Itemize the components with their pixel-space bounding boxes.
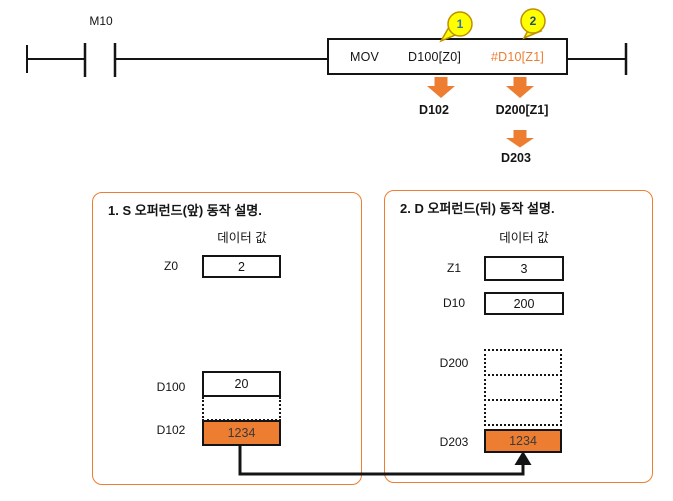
d10-value-cell: 200 <box>484 292 564 315</box>
z0-value-cell: 2 <box>202 255 281 278</box>
d102-label: D102 <box>156 423 186 437</box>
d200-cell-3 <box>484 399 562 426</box>
indexed-dest-label: D200[Z1] <box>495 103 549 117</box>
d100-label: D100 <box>156 380 186 394</box>
d203-value-cell: 1234 <box>484 429 562 453</box>
z1-value-cell: 3 <box>484 256 564 281</box>
callout-1-number: 1 <box>456 17 464 31</box>
d10-value: 200 <box>513 296 535 311</box>
panel1-data-header: 데이터 값 <box>217 231 267 245</box>
down-arrow-icon <box>427 77 455 98</box>
z1-value: 3 <box>520 261 528 276</box>
d200-cell-2 <box>484 374 562 401</box>
mov-instruction-box: MOV D100[Z0] #D10[Z1] <box>327 38 568 75</box>
d203-value: 1234 <box>509 434 537 448</box>
skipped-cells-placeholder <box>202 397 281 421</box>
d203-label: D203 <box>439 435 469 449</box>
z1-label: Z1 <box>446 261 461 275</box>
dest-operand-text: #D10[Z1] <box>491 49 545 64</box>
d102-value-cell: 1234 <box>202 420 281 446</box>
panel-d-operand: 2. D 오퍼런드(뒤) 동작 설명. 데이터 값 Z1 3 D10 200 D… <box>384 190 653 483</box>
down-arrow-icon <box>506 130 534 148</box>
down-arrow-icon <box>506 77 534 98</box>
z0-value: 2 <box>238 259 245 274</box>
d200-dotted-stack <box>484 349 562 426</box>
resolved-dest-label: D203 <box>501 151 531 165</box>
panel2-title: 2. D 오퍼런드(뒤) 동작 설명. <box>400 201 555 216</box>
d200-cell-1 <box>484 349 562 376</box>
callout-2-number: 2 <box>529 14 537 28</box>
panel2-data-header: 데이터 값 <box>499 231 549 245</box>
d100-value: 20 <box>234 377 249 391</box>
d100-value-cell: 20 <box>202 371 281 397</box>
d10-label: D10 <box>442 296 465 310</box>
source-operand-text: D100[Z0] <box>408 49 462 64</box>
d200-label: D200 <box>439 356 469 370</box>
opcode-text: MOV <box>350 49 380 64</box>
z0-label: Z0 <box>163 259 178 273</box>
panel1-title: 1. S 오퍼런드(앞) 동작 설명. <box>108 203 262 218</box>
d102-value: 1234 <box>227 426 256 440</box>
resolved-source-label: D102 <box>419 103 449 117</box>
contact-label: M10 <box>89 14 113 28</box>
panel-s-operand: 1. S 오퍼런드(앞) 동작 설명. 데이터 값 Z0 2 D100 20 D… <box>92 192 362 485</box>
